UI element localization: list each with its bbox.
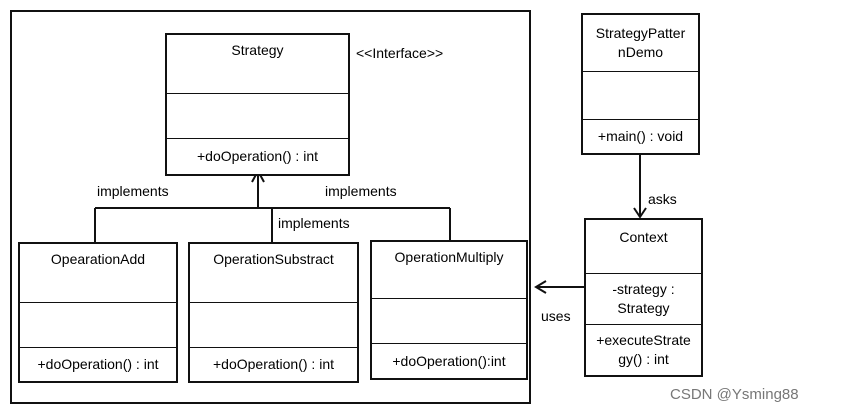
operation-subtract-methods: +doOperation() : int (190, 347, 357, 381)
uses-arrowhead (534, 280, 547, 294)
operation-add-name: OpearationAdd (50, 251, 146, 267)
implements-label-left: implements (97, 183, 169, 199)
strategy-methods: +doOperation() : int (167, 138, 348, 174)
context-methods: +executeStrate gy() : int (586, 324, 701, 375)
operation-multiply-class: OperationMultiply +doOperation():int (370, 240, 528, 380)
context-attributes: -strategy : Strategy (586, 273, 701, 324)
strategy-pattern-demo-class: StrategyPatter nDemo +main() : void (581, 13, 700, 155)
operation-subtract-attributes (190, 302, 357, 347)
operation-add-class: OpearationAdd +doOperation() : int (18, 242, 178, 383)
demo-name-line1: StrategyPatter (595, 25, 686, 41)
demo-class-name: StrategyPatter nDemo (583, 15, 698, 71)
context-class-name: Context (619, 229, 668, 245)
demo-methods: +main() : void (583, 119, 698, 153)
context-attr-line2: Strategy (617, 300, 670, 316)
operation-multiply-name: OperationMultiply (394, 249, 504, 265)
demo-attributes (583, 71, 698, 119)
operation-multiply-methods: +doOperation():int (372, 343, 526, 378)
context-method-line2: gy() : int (618, 351, 669, 367)
strategy-attributes (167, 93, 348, 138)
strategy-class: Strategy +doOperation() : int (165, 33, 350, 176)
demo-name-line2: nDemo (617, 44, 664, 60)
operation-multiply-attributes (372, 298, 526, 343)
operation-subtract-name: OperationSubstract (213, 251, 334, 267)
context-attr-line1: -strategy : (612, 281, 675, 297)
context-method-line1: +executeStrate (596, 332, 691, 348)
implements-label-middle: implements (278, 215, 350, 231)
asks-arrowhead (633, 207, 647, 219)
strategy-package-frame (10, 10, 531, 404)
uses-label: uses (541, 308, 571, 324)
operation-add-attributes (20, 302, 176, 347)
operation-subtract-class: OperationSubstract +doOperation() : int (188, 242, 359, 383)
asks-label: asks (648, 191, 677, 207)
watermark: CSDN @Ysming88 (670, 386, 799, 403)
strategy-class-name: Strategy (231, 42, 284, 58)
interface-stereotype: <<Interface>> (356, 45, 444, 61)
context-class: Context -strategy : Strategy +executeStr… (584, 218, 703, 377)
operation-add-methods: +doOperation() : int (20, 347, 176, 381)
implements-label-right: implements (325, 183, 397, 199)
